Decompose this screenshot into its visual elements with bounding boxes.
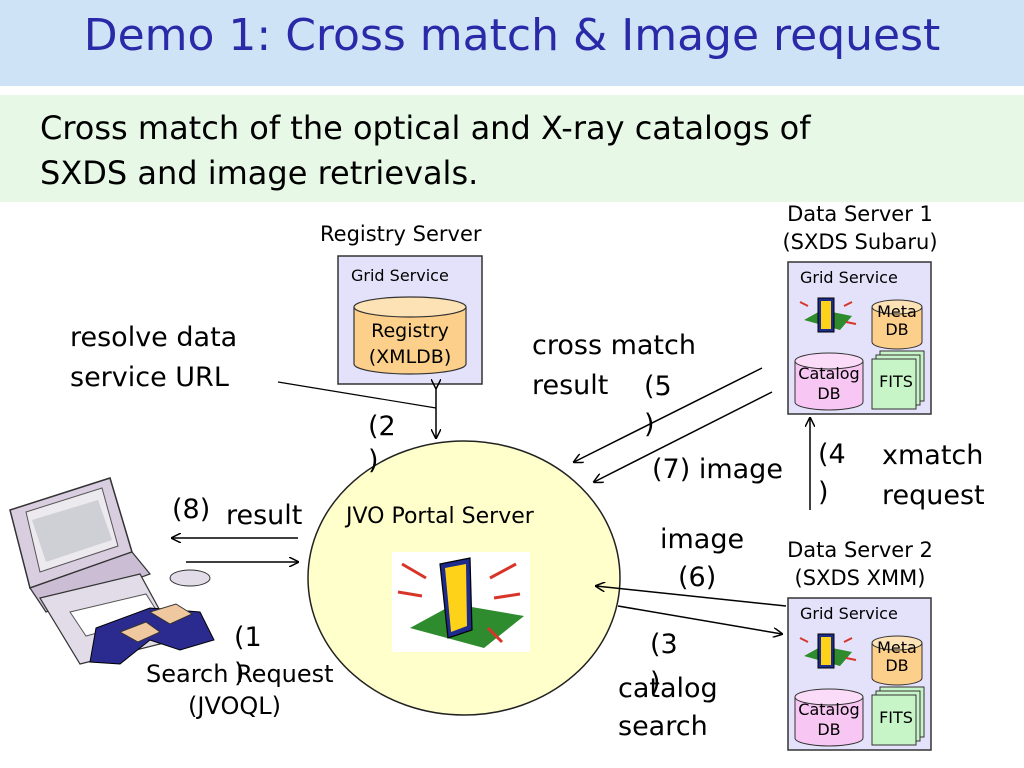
portal-label: JVO Portal Server — [346, 504, 534, 529]
ds2-meta-cylinder — [871, 635, 923, 686]
resolve-line-2: service URL — [70, 362, 229, 393]
subtitle-banner — [0, 95, 1024, 202]
ds2-fits-label: FITS — [879, 708, 913, 727]
xmatch-line-2: request — [882, 480, 985, 511]
ds1-heading-line-2: (SXDS Subaru) — [782, 230, 938, 254]
step-2-line-2: ) — [368, 445, 379, 476]
ds1-meta-line-1: Meta — [877, 302, 917, 321]
subtitle-line-1: Cross match of the optical and X-ray cat… — [40, 109, 811, 147]
result-label: result — [226, 500, 303, 531]
step-3-line-2: ) — [650, 667, 661, 698]
step-1-line-2: ) — [234, 658, 245, 689]
ds1-fits-stack — [871, 350, 925, 410]
ds1-heading: Data Server 1 (SXDS Subaru) — [760, 200, 960, 256]
step-2-line-1: (2 — [368, 411, 396, 442]
step-5-label: (5 ) — [644, 368, 672, 444]
ds2-catalog-line-1: Catalog — [798, 700, 860, 719]
subtitle-line-2: SXDS and image retrievals. — [40, 154, 479, 192]
step-1-label: (1 ) — [234, 620, 262, 692]
step-4-line-1: (4 — [818, 439, 846, 470]
crossmatch-line-1: cross match — [532, 330, 696, 361]
title-banner — [0, 0, 1024, 86]
registry-db-line-1: Registry — [371, 320, 449, 342]
step-7-label: (7) image — [652, 454, 783, 485]
ds1-grid-service: Grid Service — [800, 268, 898, 287]
registry-grid-service: Grid Service — [351, 266, 449, 285]
ds1-catalog-line-2: DB — [817, 384, 841, 403]
ds1-server-icon — [799, 297, 857, 333]
step-8-label: (8) — [172, 494, 211, 525]
search-request-label: Search Request — [146, 660, 334, 688]
ds2-heading-line-2: (SXDS XMM) — [794, 566, 926, 590]
ds2-fits-stack — [871, 686, 925, 746]
arrow-step-7 — [594, 391, 773, 482]
ds2-meta-label: Meta DB — [872, 639, 922, 675]
step-1-line-1: (1 — [234, 622, 262, 653]
ds2-catalog-label: Catalog DB — [795, 700, 863, 740]
step-3-line-1: (3 — [650, 629, 678, 660]
crossmatch-label: cross match result — [532, 326, 696, 406]
registry-db-label: Registry (XMLDB) — [354, 318, 466, 370]
ds2-meta-line-1: Meta — [877, 638, 917, 657]
ds1-catalog-line-1: Catalog — [798, 364, 860, 383]
search-line: search — [618, 711, 708, 742]
step-5-line-1: (5 — [644, 371, 672, 402]
catalog-search-label: catalog search — [618, 670, 718, 746]
step-4-label: (4 ) — [818, 436, 846, 512]
ds2-catalog-cylinder — [794, 688, 864, 747]
catalog-line: catalog — [618, 673, 718, 704]
registry-cylinder — [353, 296, 467, 375]
step-4-line-2: ) — [818, 477, 829, 508]
ds2-grid-service: Grid Service — [800, 604, 898, 623]
ds1-catalog-cylinder — [794, 352, 864, 411]
resolve-leader-line — [277, 381, 437, 409]
step-3-label: (3 ) — [650, 626, 678, 702]
slide-title: Demo 1: Cross match & Image request — [83, 10, 941, 61]
jvoql-label: (JVOQL) — [188, 692, 281, 720]
xmatch-line-1: xmatch — [882, 440, 984, 471]
ds1-fits-label: FITS — [879, 372, 913, 391]
ds2-catalog-line-2: DB — [817, 720, 841, 739]
portal-server-icon — [392, 552, 530, 652]
ds1-catalog-label: Catalog DB — [795, 364, 863, 404]
ds2-meta-line-2: DB — [885, 656, 909, 675]
ds1-meta-cylinder — [871, 299, 923, 350]
registry-heading: Registry Server — [320, 222, 482, 246]
ds2-heading: Data Server 2 (SXDS XMM) — [760, 536, 960, 592]
xmatch-label: xmatch request — [882, 436, 985, 516]
image-label: image — [660, 524, 745, 555]
step-5-line-2: ) — [644, 409, 655, 440]
registry-db-line-2: (XMLDB) — [368, 346, 452, 368]
ds1-heading-line-1: Data Server 1 — [787, 202, 933, 226]
ds2-server-icon — [799, 633, 857, 669]
resolve-line-1: resolve data — [70, 322, 238, 353]
crossmatch-line-2: result — [532, 370, 609, 401]
computer-icon — [9, 477, 215, 665]
step-6-label: (6) — [678, 562, 717, 593]
resolve-label: resolve data service URL — [70, 318, 237, 398]
arrow-step-5 — [574, 367, 763, 462]
step-2-label: (2 ) — [368, 410, 396, 478]
arrow-step-6 — [596, 586, 787, 607]
ds2-heading-line-1: Data Server 2 — [787, 538, 933, 562]
ds1-meta-label: Meta DB — [872, 303, 922, 339]
slide-subtitle: Cross match of the optical and X-ray cat… — [40, 106, 811, 196]
arrow-step-3 — [617, 605, 782, 634]
ds1-meta-line-2: DB — [885, 320, 909, 339]
